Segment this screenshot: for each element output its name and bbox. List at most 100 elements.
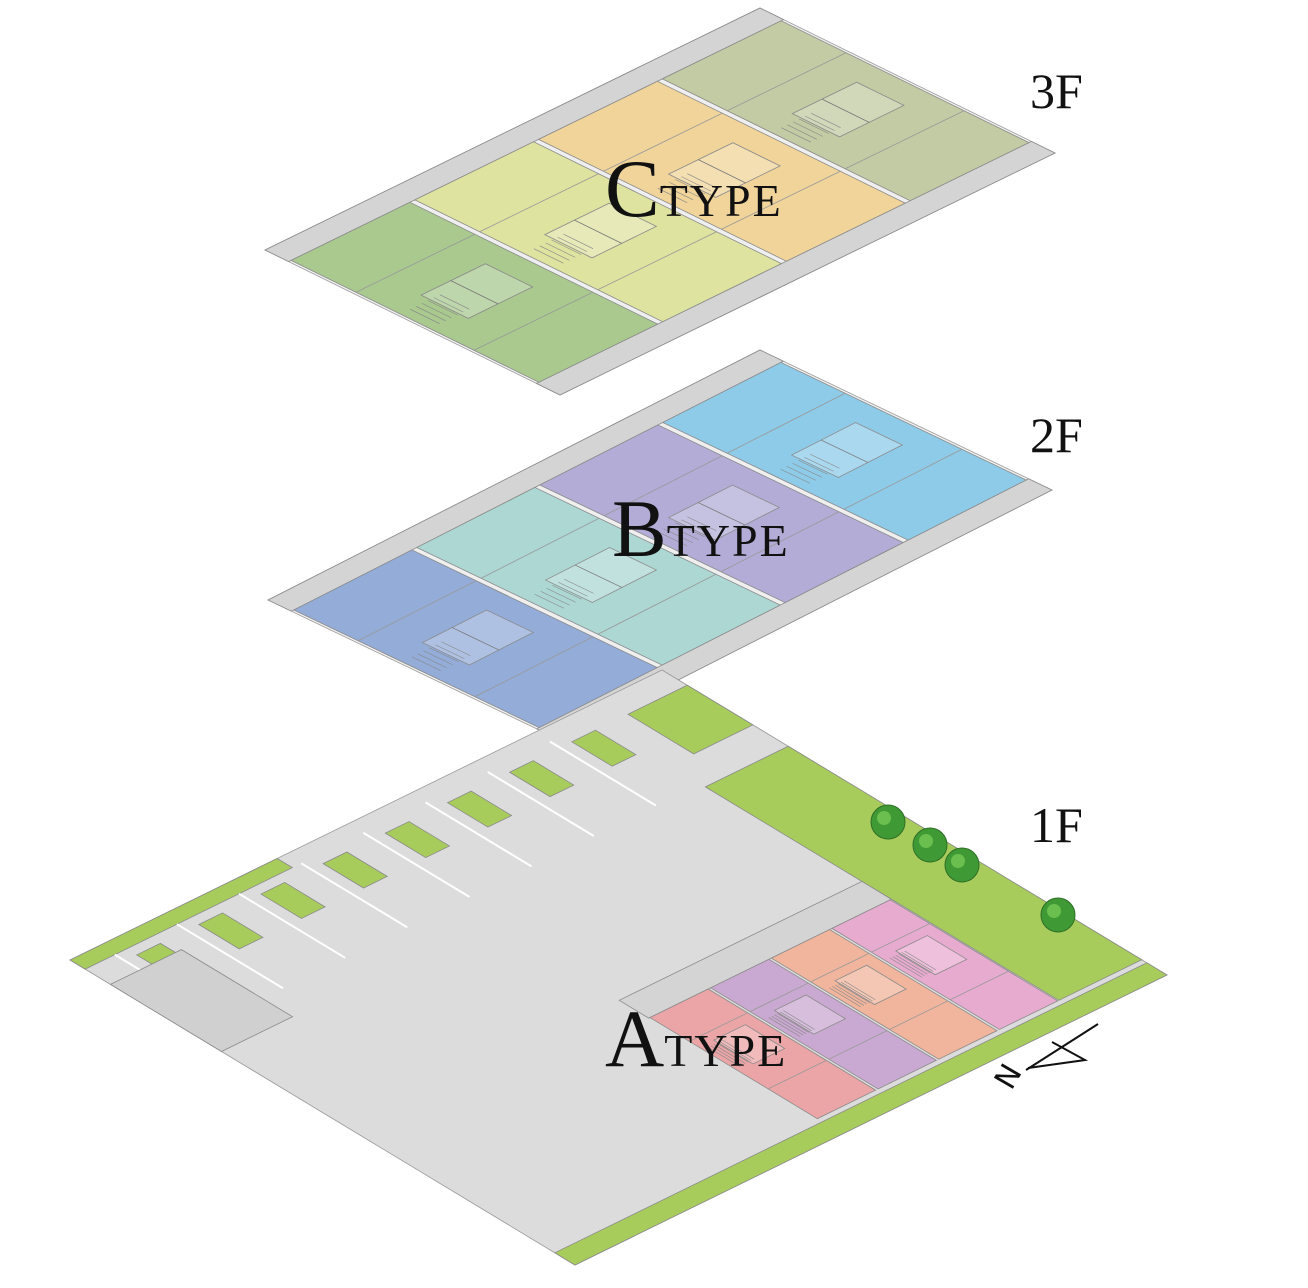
stair-tread <box>423 650 453 666</box>
interior-wall <box>597 231 717 291</box>
core-rooms <box>667 484 781 541</box>
interior-wall <box>720 511 840 573</box>
parking-line <box>425 801 533 868</box>
stair-tread <box>835 984 867 1005</box>
stair-tread <box>722 1039 755 1060</box>
tree-highlight <box>877 811 891 825</box>
type-label-b: BTYPE <box>612 488 790 570</box>
type-label-a: ATYPE <box>605 998 787 1080</box>
interior-wall <box>721 170 841 230</box>
stair-tread <box>898 953 931 974</box>
core-rooms <box>790 422 904 478</box>
interior-wall <box>871 923 930 953</box>
stair-tread <box>411 656 442 672</box>
stair-tread <box>889 957 922 978</box>
stair-tread <box>540 590 570 606</box>
stair-tread <box>792 462 822 478</box>
interior-wall <box>574 564 623 588</box>
floor-label-2f: 2F <box>1030 407 1083 463</box>
stair-tread <box>843 980 876 1000</box>
interior-wall <box>480 517 600 579</box>
interior-wall <box>820 439 869 463</box>
stair-tread <box>681 176 712 192</box>
stair-tread <box>441 641 471 657</box>
interior-wall <box>749 982 809 1012</box>
lawn-patch-north <box>627 684 754 755</box>
compass-arrow-icon <box>1027 1041 1089 1069</box>
stair-tread <box>657 531 688 547</box>
stair-tread <box>719 1041 752 1061</box>
stair-tread <box>435 644 465 660</box>
stair-tread <box>687 516 717 532</box>
stair-tread <box>534 593 565 609</box>
stair-tread <box>429 647 459 663</box>
unit-a-2 <box>709 958 938 1090</box>
interior-wall <box>355 233 475 293</box>
interior-wall <box>843 448 963 510</box>
interior-wall <box>451 627 500 651</box>
parking-line <box>549 740 657 807</box>
interior-wall <box>689 1012 748 1042</box>
type-suffix: TYPE <box>659 175 783 226</box>
parking-line <box>362 831 470 898</box>
stair-tread <box>557 236 588 252</box>
lawn-strip-west <box>69 858 294 970</box>
unit-a-4 <box>831 899 1059 1030</box>
type-label-c: CTYPE <box>605 148 783 230</box>
bike-shelter <box>109 949 294 1052</box>
stair-tread <box>710 1045 743 1066</box>
floor-label-3f: 3F <box>1030 63 1083 119</box>
stair-tread <box>793 121 823 137</box>
stair-tread <box>415 306 446 322</box>
stair-tread <box>783 1010 815 1030</box>
interior-wall <box>726 392 846 454</box>
stair-tread <box>901 952 934 972</box>
type-suffix: TYPE <box>664 1025 788 1076</box>
stair-tread <box>777 1013 810 1033</box>
stair-tread <box>421 303 452 319</box>
parking-line <box>487 771 595 837</box>
lawn-east-garden <box>704 745 1143 1001</box>
interior-wall <box>357 580 477 642</box>
stair-tread <box>810 453 840 469</box>
interior-wall <box>603 455 723 517</box>
stair-tread <box>798 459 828 475</box>
interior-wall <box>450 280 499 305</box>
stair-tread <box>780 468 811 484</box>
interior-wall <box>828 1030 888 1060</box>
interior-wall <box>821 98 870 123</box>
stair-tread <box>563 233 594 249</box>
type-suffix: TYPE <box>666 515 790 566</box>
stair-tread <box>771 1015 804 1036</box>
interior-wall <box>597 573 717 635</box>
lawn-strip-south <box>553 962 1168 1266</box>
stair-tread <box>669 182 700 198</box>
tree-highlight <box>919 834 933 848</box>
core-rooms <box>894 935 968 976</box>
stair-tread <box>786 465 816 481</box>
stair-tread <box>675 522 705 538</box>
stair-tread <box>687 173 717 189</box>
balcony-strip <box>264 7 785 263</box>
floor-label-1f: 1F <box>1030 797 1083 853</box>
interior-wall <box>810 952 870 983</box>
parking-planter <box>384 821 451 859</box>
stair-tread <box>837 983 870 1003</box>
interior-wall <box>474 636 594 698</box>
parking-planter <box>260 881 326 919</box>
stair-tread <box>832 986 864 1006</box>
type-letter: C <box>605 143 660 234</box>
stair-tread <box>675 179 706 195</box>
stair-tread <box>774 1014 807 1034</box>
parking-line <box>238 892 346 959</box>
stair-tread <box>895 955 928 975</box>
core-rooms <box>834 964 907 1005</box>
interior-wall <box>698 159 746 184</box>
stair-tread <box>539 245 570 261</box>
stair-tread <box>564 578 594 594</box>
stair-tread <box>409 308 440 324</box>
stair-tread <box>545 242 576 258</box>
interior-wall <box>603 112 723 172</box>
